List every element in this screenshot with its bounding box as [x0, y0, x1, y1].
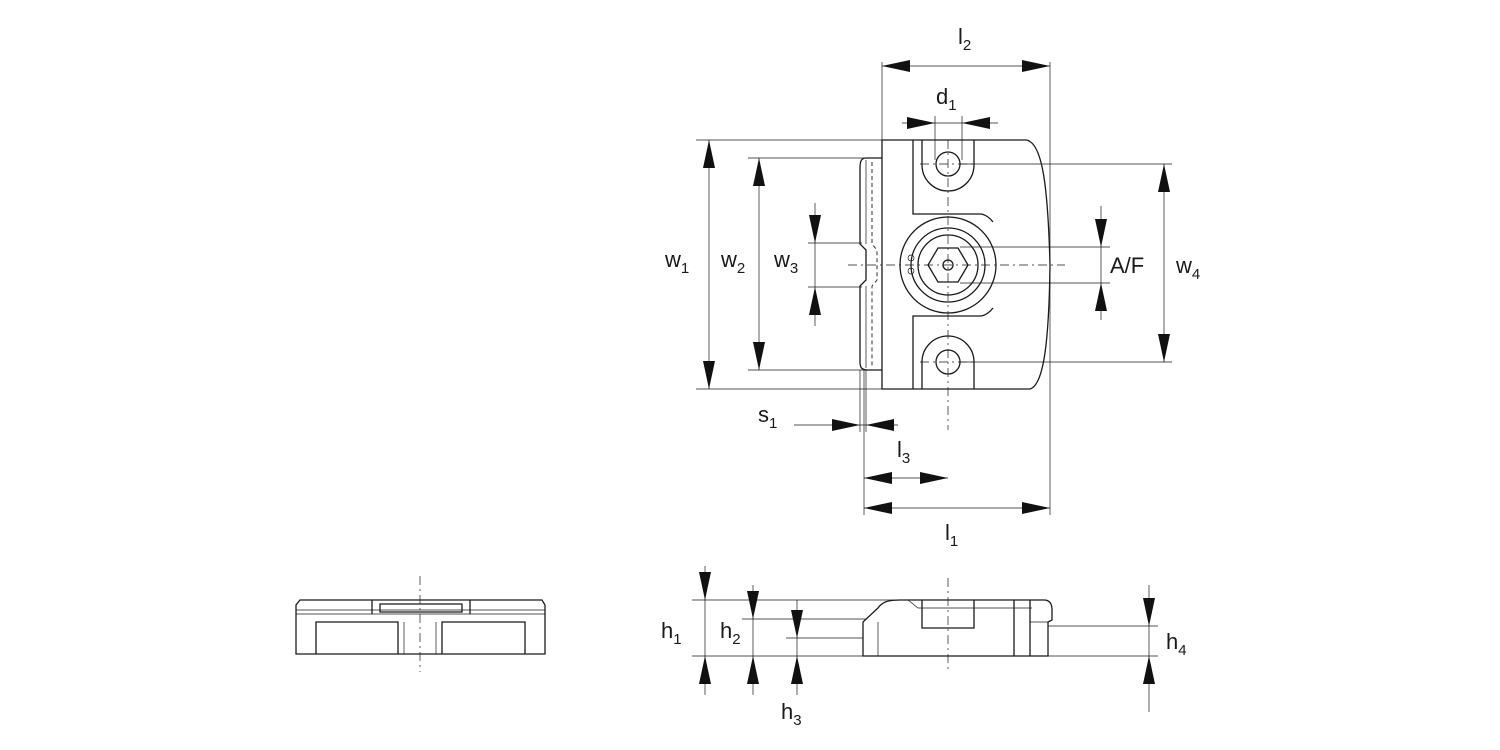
side-view-left [295, 576, 546, 672]
side-view-dimensions [692, 566, 1158, 712]
label-h3: h3 [781, 699, 802, 729]
side-view-right [862, 578, 1053, 672]
dimension-labels: l2 d1 w1 w2 w3 A/F w4 s1 l3 l1 h1 h2 h3 … [661, 24, 1200, 729]
top-view-dimensions [696, 60, 1172, 515]
hinge-body-outline [881, 139, 1051, 390]
label-w1: w1 [664, 247, 689, 277]
top-view [848, 139, 1065, 430]
label-w2: w2 [720, 247, 745, 277]
label-s1: s1 [758, 402, 777, 432]
hinge-leaf-outline [859, 157, 882, 371]
label-h2: h2 [720, 618, 741, 648]
label-w3: w3 [773, 247, 798, 277]
label-l1: l1 [945, 520, 958, 550]
label-af: A/F [1110, 253, 1144, 278]
label-l2: l2 [958, 24, 971, 54]
label-h4: h4 [1166, 629, 1187, 659]
label-d1: d1 [936, 84, 957, 114]
label-h1: h1 [661, 618, 682, 648]
label-w4: w4 [1175, 253, 1200, 283]
label-l3: l3 [897, 437, 910, 467]
